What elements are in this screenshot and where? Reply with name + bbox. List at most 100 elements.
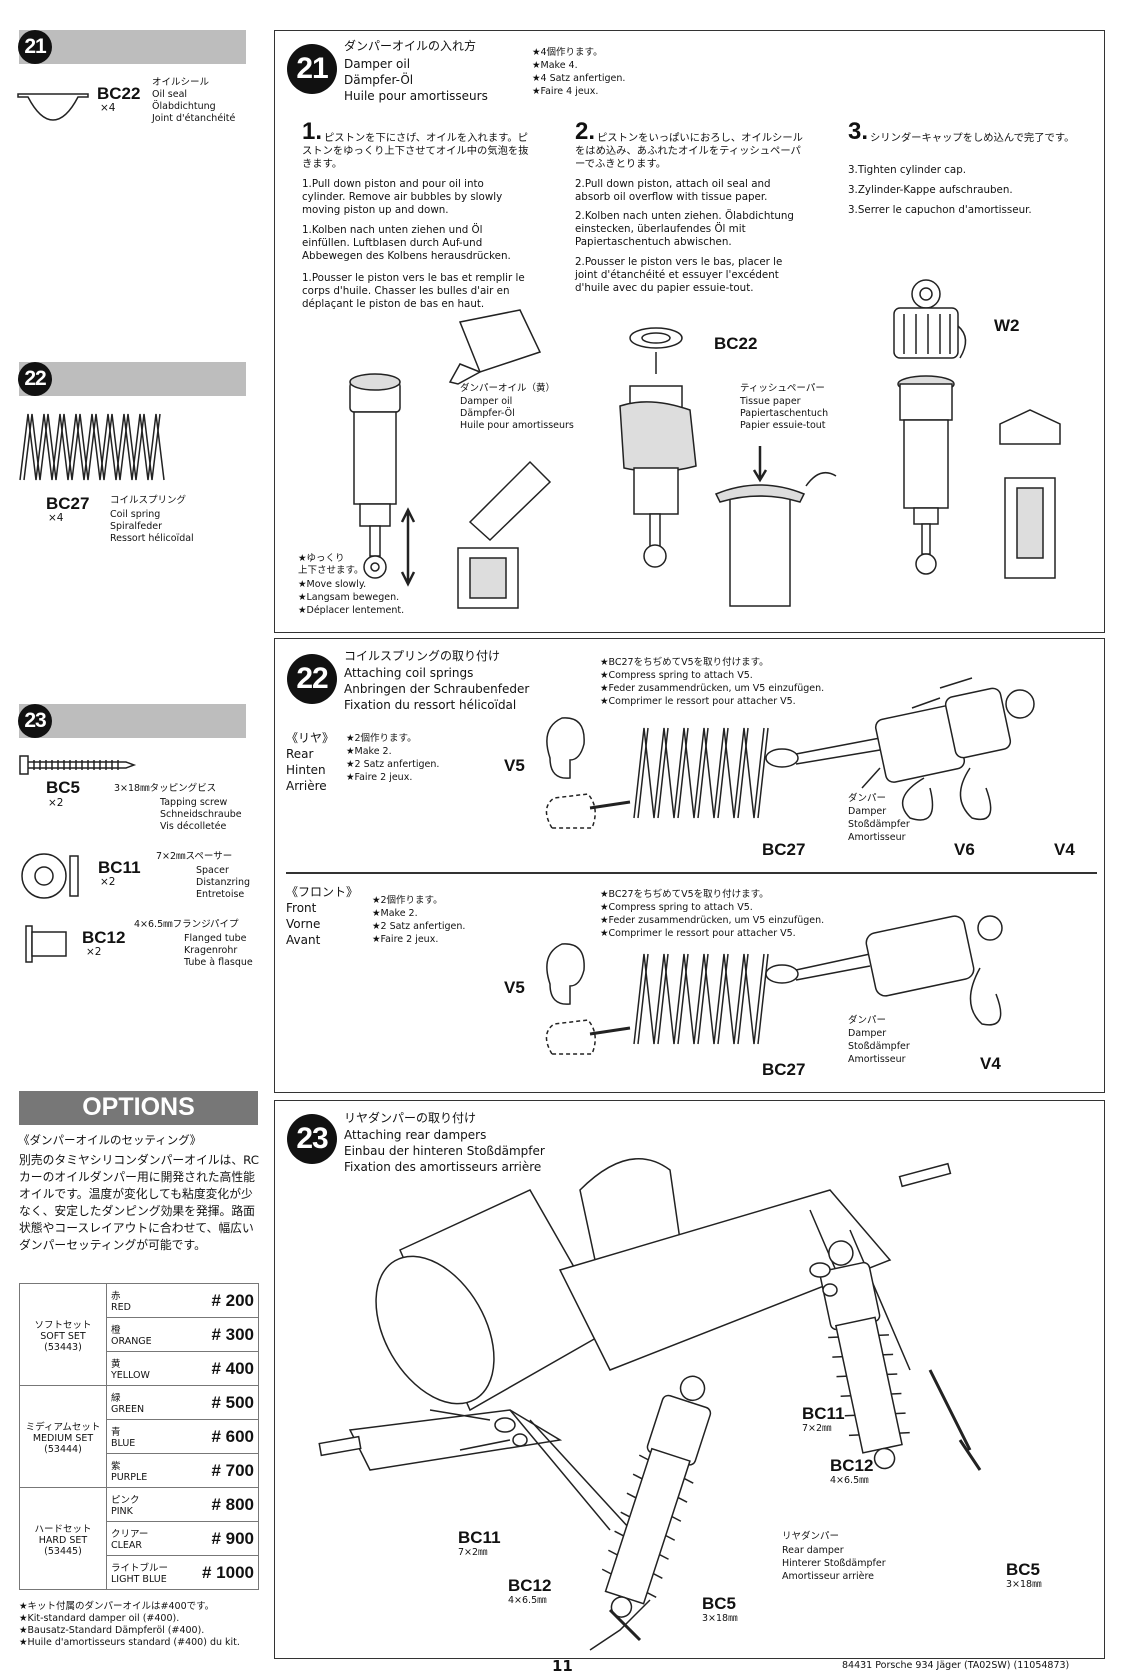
oil-color-line: BLUE <box>111 1438 136 1449</box>
part-label-v6: V6 <box>954 840 975 859</box>
substep-number: 2. <box>575 118 596 145</box>
part-size: 3×18㎜ <box>702 1613 738 1624</box>
rear-damper-label: リヤダンパー <box>782 1531 840 1542</box>
compress-note: ★Compress spring to attach V5. <box>600 902 753 913</box>
part-size: 7×2㎜ <box>802 1423 832 1434</box>
part-name-en: Flanged tube <box>184 933 247 944</box>
oil-color-line: ORANGE <box>111 1336 152 1347</box>
tissue-label: ティッシュペーパー <box>740 383 825 394</box>
part-name-en: Tapping screw <box>160 797 228 808</box>
options-note: ★Kit-standard damper oil (#400). <box>19 1613 180 1624</box>
options-text: 別売のタミヤシリコンダンパーオイルは、RCカーのオイルダンパー用に開発された高性… <box>19 1153 259 1252</box>
oil-set-name-line: SOFT SET <box>40 1330 86 1342</box>
compress-note: ★BC27をちぢめてV5を取り付けます。 <box>600 889 769 900</box>
oil-viscosity: # 200 <box>185 1283 259 1318</box>
oil-set-name-line: MEDIUM SET <box>32 1432 94 1444</box>
front-label: 《フロント》 <box>286 885 359 899</box>
damper-label: Stoßdämpfer <box>848 1041 910 1052</box>
front-spring-assembly-illustration <box>545 915 1003 1055</box>
oil-set-name-line: (53444) <box>44 1443 82 1455</box>
make-note: ★2 Satz anfertigen. <box>346 759 440 770</box>
oil-color-line: 黄 <box>111 1359 121 1370</box>
step-number-badge: 21 <box>18 30 52 64</box>
part-name-de: Schneidschraube <box>160 809 242 820</box>
rear-damper-label: Hinterer Stoßdämpfer <box>782 1558 886 1569</box>
tapping-screw-icon <box>19 755 137 775</box>
substep-text-fr: 1.Pousser le piston vers le bas et rempl… <box>302 272 525 310</box>
part-qty: ×4 <box>100 102 116 114</box>
substep-text-de: 1.Kolben nach unten ziehen und Öl einfül… <box>302 224 511 262</box>
step-number-badge: 21 <box>287 44 337 94</box>
options-header <box>19 1091 258 1125</box>
step-title-ja: コイルスプリングの取り付け <box>344 649 501 663</box>
oil-color-line: RED <box>111 1302 131 1313</box>
step-number-badge: 22 <box>18 362 52 396</box>
rear-label: Hinten <box>286 763 326 777</box>
oil-set-name-line: ソフトセット <box>34 1319 92 1331</box>
part-qty: ×2 <box>48 797 64 809</box>
slow-note: ★Déplacer lentement. <box>298 605 405 616</box>
chassis-illustration <box>318 1158 982 1651</box>
oil-color-line: 青 <box>111 1427 121 1438</box>
step-title-fr: Huile pour amortisseurs <box>344 89 488 103</box>
substep-text-en: 2.Pull down piston, attach oil seal and … <box>575 178 771 203</box>
part-name-en: Oil seal <box>152 89 188 100</box>
damper-label: Stoßdämpfer <box>848 819 910 830</box>
part-name-ja: 7×2㎜スペーサー <box>156 851 233 862</box>
oil-label: Huile pour amortisseurs <box>460 420 574 431</box>
tissue-label: Papiertaschentuch <box>740 408 829 419</box>
part-name-fr: Entretoise <box>196 889 245 900</box>
oil-viscosity: # 300 <box>185 1317 259 1352</box>
front-label: Vorne <box>286 917 321 931</box>
part-label-bc5: BC5 <box>702 1594 737 1613</box>
oil-set-name-line: ミディアムセット <box>25 1421 101 1433</box>
oil-set-name-line: ハードセット <box>34 1523 92 1535</box>
step-number-badge: 22 <box>287 654 337 704</box>
substep-text-ja: シリンダーキャップをしめ込んで完了です。 <box>870 132 1075 144</box>
make-note: ★2個作ります。 <box>372 895 443 906</box>
slow-note: ★ゆっくり <box>298 553 345 564</box>
part-label-bc11: BC11 <box>802 1404 845 1423</box>
damper-label: ダンパー <box>848 793 887 804</box>
oil-viscosity: # 900 <box>185 1521 259 1556</box>
part-label-w2: W2 <box>994 316 1020 335</box>
options-subtitle: 《ダンパーオイルのセッティング》 <box>18 1133 202 1147</box>
make-note: ★Faire 4 jeux. <box>532 86 599 97</box>
substep-text-en: 1.Pull down piston and pour oil into cyl… <box>302 178 503 216</box>
oil-label: Damper oil <box>460 396 513 407</box>
part-size: 4×6.5㎜ <box>830 1475 869 1486</box>
oil-label: ダンパーオイル（黄） <box>460 383 556 394</box>
rear-spring-assembly-illustration <box>545 677 1035 829</box>
oil-viscosity: # 700 <box>185 1453 259 1488</box>
part-qty: ×4 <box>48 512 64 524</box>
part-size: 3×18㎜ <box>1006 1579 1042 1590</box>
kit-code: 84431 Porsche 934 Jäger (TA02SW) (110548… <box>842 1660 1070 1671</box>
oil-color-line: PINK <box>111 1506 133 1517</box>
oil-color-line: 緑 <box>111 1393 121 1404</box>
part-code: BC27 <box>46 494 90 513</box>
step-21-panel <box>274 30 1105 633</box>
part-label-bc22: BC22 <box>714 334 758 353</box>
part-size: 7×2㎜ <box>458 1547 488 1558</box>
part-name-de: Distanzring <box>196 877 251 888</box>
make-note: ★Make 2. <box>372 908 418 919</box>
coil-spring-icon <box>19 413 165 481</box>
front-label: Avant <box>286 933 321 947</box>
part-name-en: Spacer <box>196 865 229 876</box>
flanged-tube-icon <box>25 925 67 963</box>
oil-color-line: LIGHT BLUE <box>111 1574 167 1585</box>
spacer-icon <box>21 853 79 899</box>
damper-label: Amortisseur <box>848 832 906 843</box>
compress-note: ★Feder zusammendrücken, um V5 einzufügen… <box>600 915 825 926</box>
part-label-bc5: BC5 <box>1006 1560 1041 1579</box>
oil-color-line: CLEAR <box>111 1540 143 1551</box>
compress-note: ★Feder zusammendrücken, um V5 einzufügen… <box>600 683 825 694</box>
